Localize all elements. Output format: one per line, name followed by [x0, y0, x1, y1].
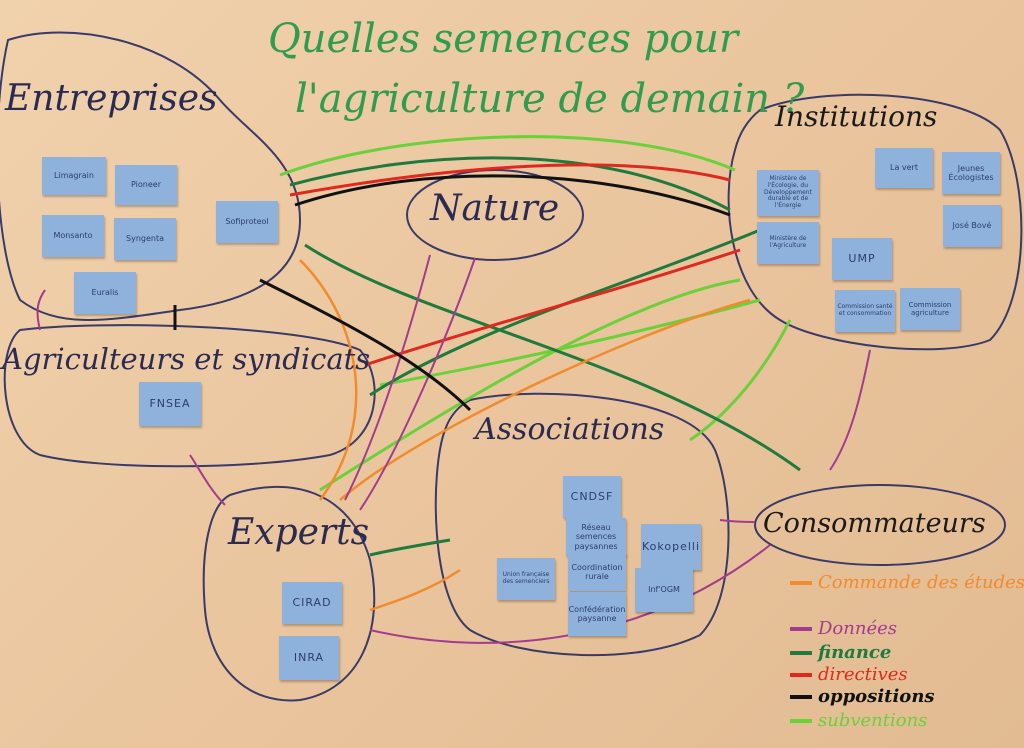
experts-outline: [202, 485, 376, 702]
legend-subventions: subventions: [790, 710, 927, 731]
legend-directives: directives: [790, 664, 908, 685]
legend-oppositions-swatch: [790, 695, 812, 699]
note-cirad: CIRAD: [282, 582, 342, 624]
legend-subventions-label: subventions: [818, 710, 928, 731]
note-commission-agriculture: Commission agriculture: [900, 288, 960, 330]
consommateurs-outline: [754, 484, 1006, 566]
note-coordination-rurale: Coordination rurale: [568, 553, 626, 591]
legend-oppositions: oppositions: [790, 686, 935, 707]
legend-commande: Commande des études: [790, 572, 1024, 593]
legend-subventions-swatch: [790, 719, 812, 723]
note-les-verts: La vert: [875, 148, 933, 188]
note-jose-bove: José Bové: [943, 205, 1001, 247]
legend-directives-swatch: [790, 673, 812, 677]
institutions-outline: [727, 93, 1023, 351]
actor-nature: Nature: [430, 188, 560, 229]
legend-directives-label: directives: [818, 664, 908, 685]
legend-oppositions-label: oppositions: [818, 686, 935, 707]
note-kokopelli: Kokopelli: [641, 524, 701, 570]
note-cndsf: CNDSF: [563, 476, 621, 518]
legend-commande-label: Commande des études: [818, 572, 1024, 593]
note-commission-sante: Commission santé et consommation: [835, 290, 895, 332]
note-euralis: Euralis: [74, 272, 136, 314]
note-ministere-ecologie: Ministère de l'Écologie, du Développemen…: [757, 170, 819, 216]
poster-title-line2: l'agriculture de demain ?: [295, 76, 805, 122]
entreprises-outline: [0, 31, 302, 321]
note-ump: UMP: [832, 238, 892, 280]
legend-finance-label: finance: [818, 642, 892, 663]
legend-finance-swatch: [790, 651, 812, 655]
legend-donnees-label: Données: [818, 618, 897, 639]
note-jeunes-ecologistes: Jeunes Écologistes: [942, 152, 1000, 194]
poster-title-line1: Quelles semences pour: [268, 16, 739, 62]
actor-consommateurs: Consommateurs: [763, 508, 986, 539]
note-reseau-semences: Réseau semences paysannes: [566, 518, 626, 556]
note-inra: INRA: [279, 636, 339, 680]
note-ministere-agriculture: Ministère de l'Agriculture: [757, 222, 819, 264]
legend-donnees-swatch: [790, 627, 812, 631]
note-confederation-paysanne: Confédération paysanne: [568, 592, 626, 636]
note-pioneer: Pioneer: [115, 165, 177, 205]
note-monsanto: Monsanto: [42, 215, 104, 257]
actor-entreprises: Entreprises: [5, 78, 218, 119]
associations-outline: [434, 392, 730, 657]
actor-institutions: Institutions: [775, 100, 938, 133]
actor-associations: Associations: [475, 412, 665, 447]
note-syngenta: Syngenta: [114, 218, 176, 260]
legend-finance: finance: [790, 642, 891, 663]
note-union-semenciers: Union française des semenciers: [497, 558, 555, 600]
actor-agriculteurs: Agriculteurs et syndicats: [2, 342, 371, 376]
note-infogm: Inf'OGM: [635, 568, 693, 612]
note-fnsea: FNSEA: [139, 382, 201, 426]
agriculteurs-outline: [3, 324, 376, 468]
legend-donnees: Données: [790, 618, 897, 639]
note-sofiproteol: Sofiproteol: [216, 201, 278, 243]
note-limagrain: Limagrain: [42, 157, 106, 195]
actor-experts: Experts: [228, 512, 370, 553]
legend-commande-swatch: [790, 581, 812, 585]
nature-outline: [406, 169, 584, 261]
